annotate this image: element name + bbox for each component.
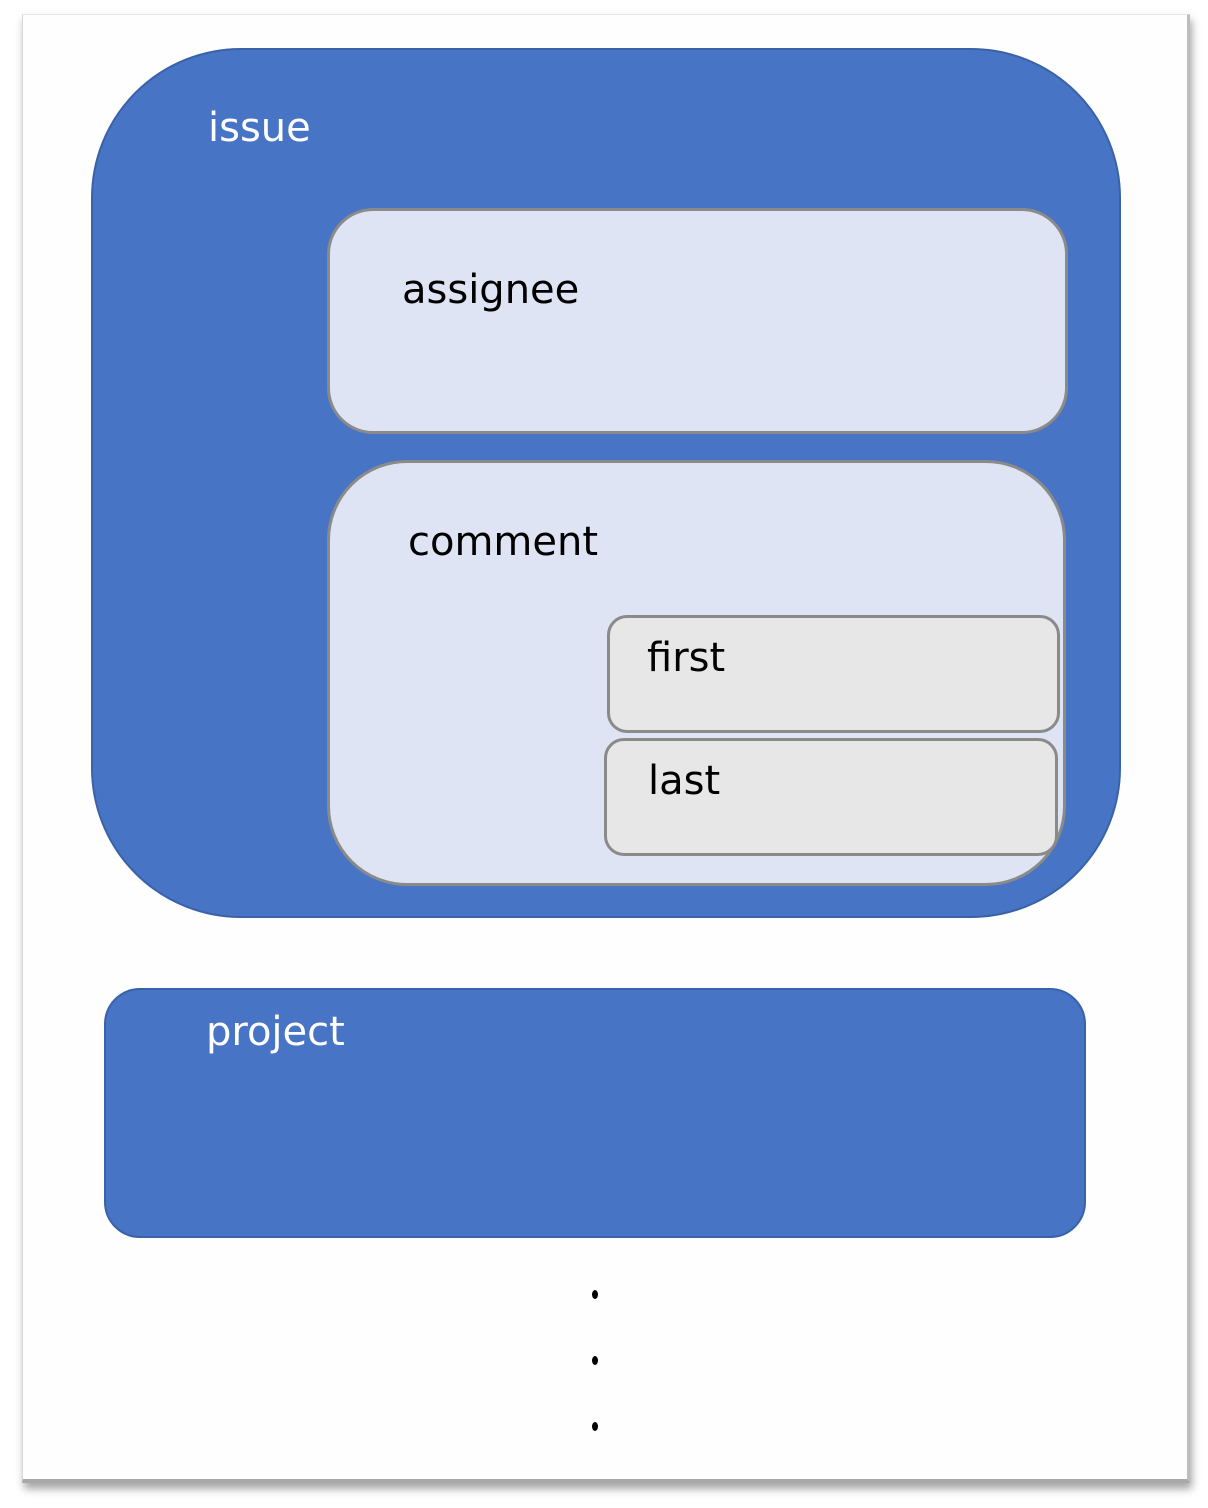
first-label: first xyxy=(647,635,726,681)
project-box xyxy=(104,988,1086,1238)
continuation-dot xyxy=(592,1290,598,1299)
assignee-label: assignee xyxy=(402,267,580,313)
comment-label: comment xyxy=(408,519,599,565)
project-label: project xyxy=(206,1009,345,1055)
last-box xyxy=(604,738,1058,856)
assignee-box xyxy=(327,208,1068,434)
last-label: last xyxy=(648,758,721,804)
issue-label: issue xyxy=(208,105,311,151)
first-box xyxy=(607,615,1060,733)
continuation-dot xyxy=(592,1356,598,1365)
continuation-dot xyxy=(592,1422,598,1431)
